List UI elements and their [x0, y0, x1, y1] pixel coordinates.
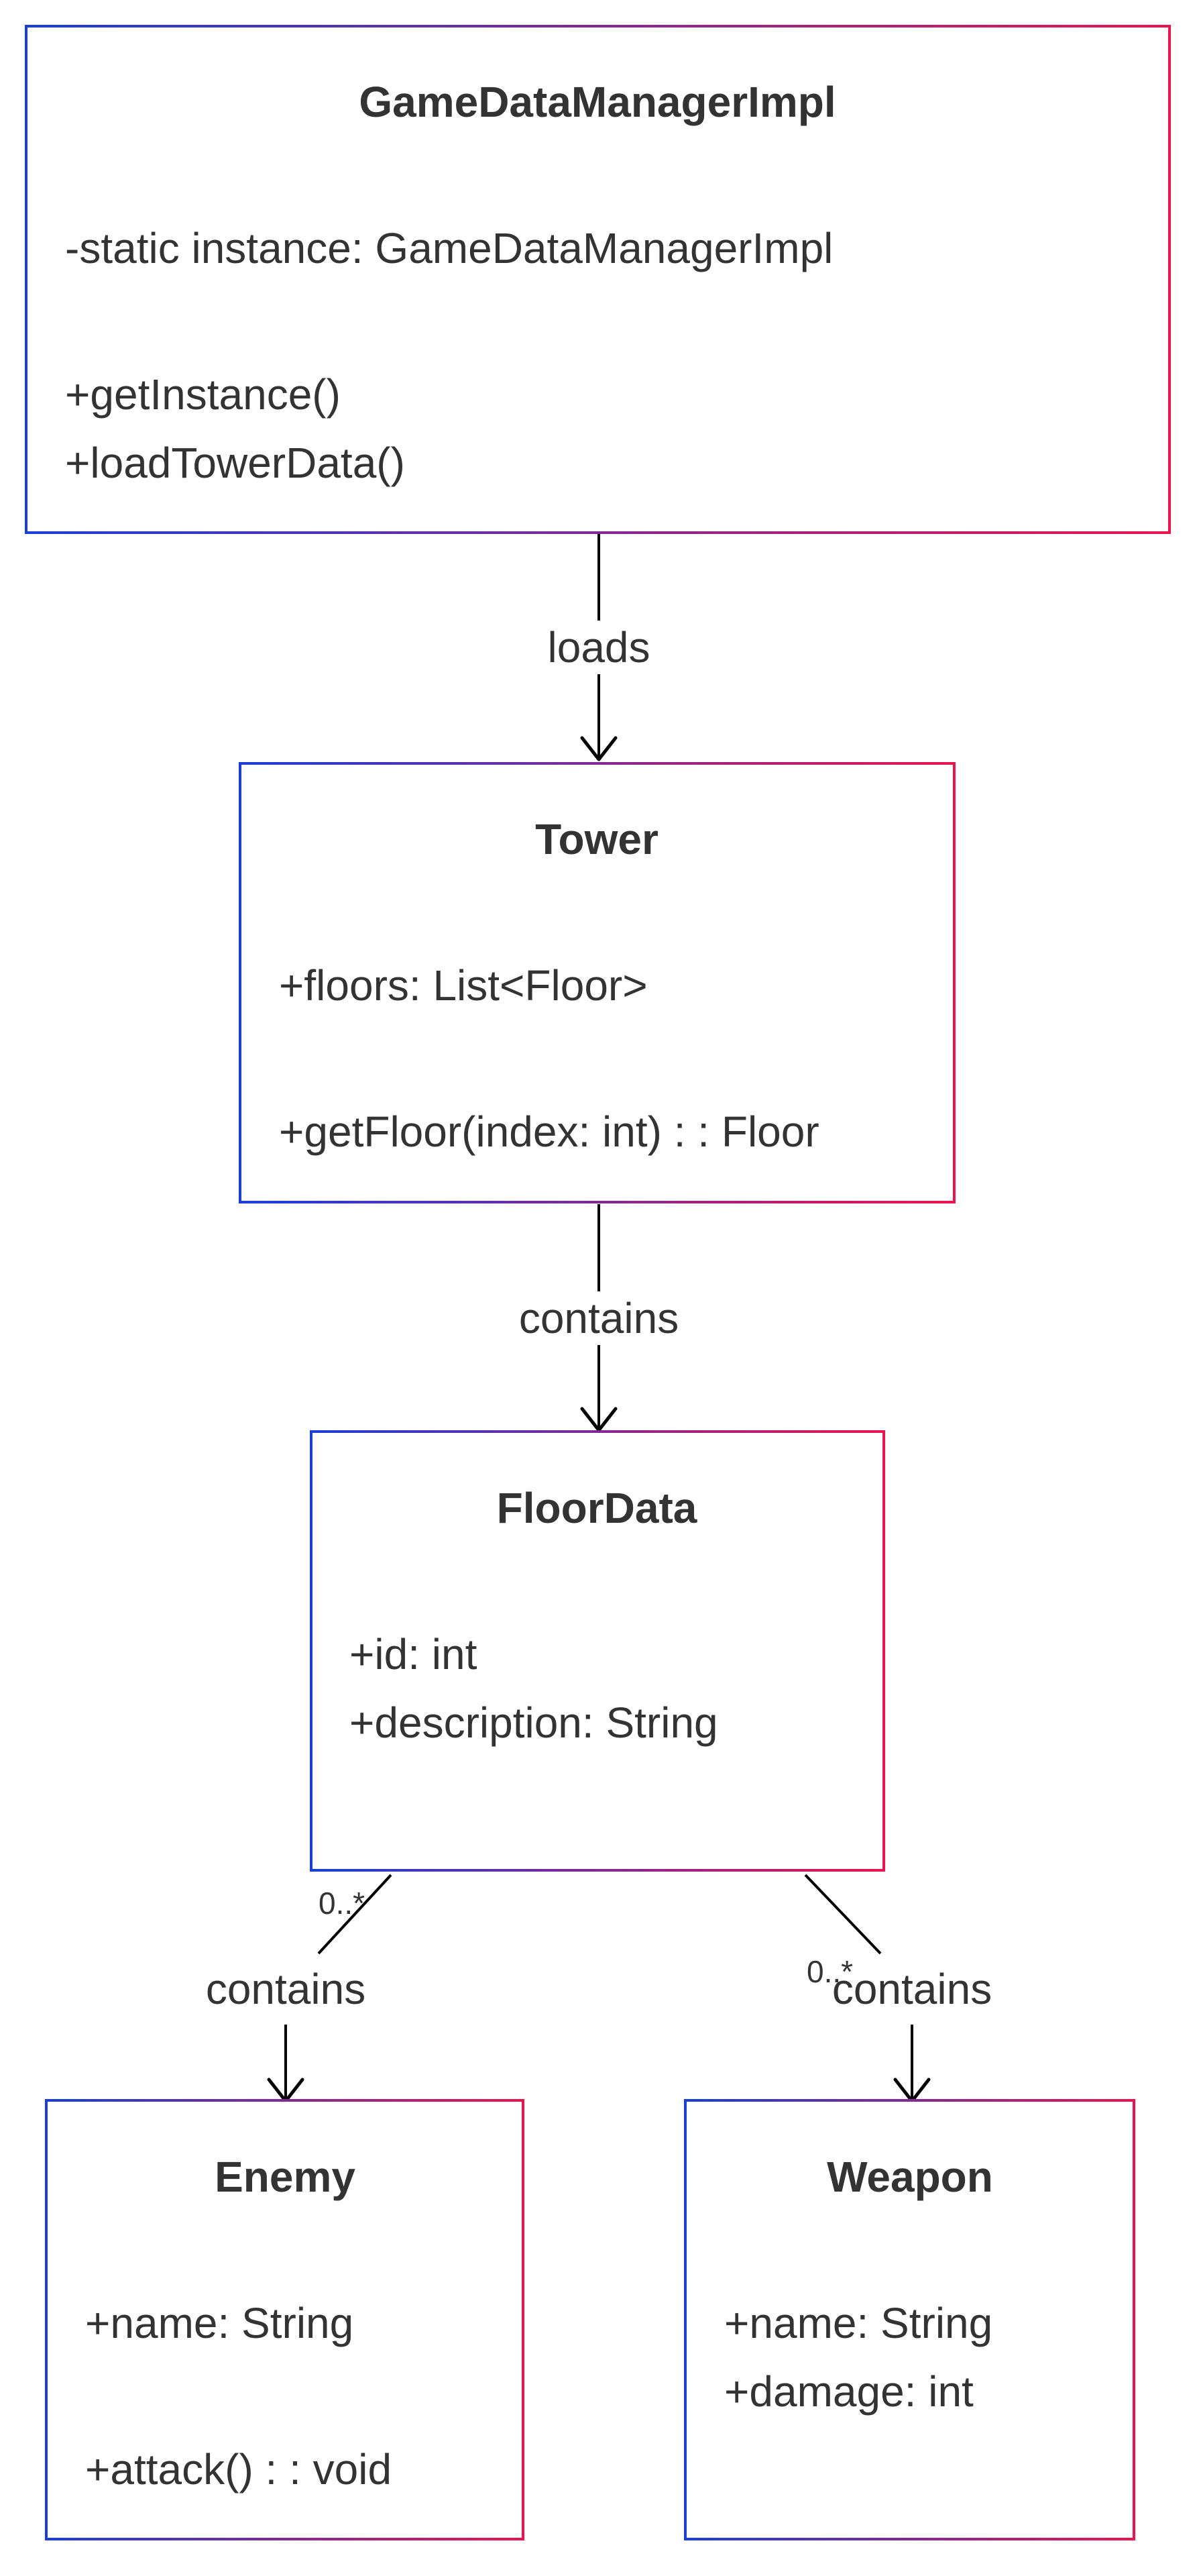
- multiplicity-label: 0..*: [319, 1886, 365, 1921]
- relation-label-contains: contains: [206, 1965, 365, 2013]
- relation-label-contains: contains: [832, 1965, 992, 2013]
- class-attribute: -static instance: GameDataManagerImpl: [65, 224, 833, 272]
- class-attribute: +floors: List<Floor>: [279, 961, 648, 1010]
- class-attribute: +damage: int: [724, 2367, 974, 2416]
- relation-label-contains: contains: [519, 1294, 679, 1342]
- class-attribute: +description: String: [349, 1699, 718, 1747]
- class-name: FloorData: [497, 1484, 697, 1532]
- class-gamedatamanagerimpl: GameDataManagerImpl -static instance: Ga…: [25, 25, 1171, 534]
- class-method: +getFloor(index: int) : : Floor: [279, 1108, 819, 1156]
- class-floordata: FloorData +id: int +description: String: [310, 1430, 885, 1872]
- relation-loads: loads: [536, 533, 661, 761]
- class-weapon: Weapon +name: String +damage: int: [684, 2099, 1135, 2540]
- relation-tower-floordata: contains: [508, 1204, 689, 1432]
- class-method: +attack() : : void: [85, 2445, 392, 2493]
- class-name: Weapon: [827, 2153, 993, 2201]
- relation-floordata-weapon: contains 0..*: [804, 1874, 992, 2103]
- class-method: +loadTowerData(): [65, 439, 405, 487]
- class-attribute: +name: String: [85, 2299, 353, 2347]
- class-attribute: +id: int: [349, 1630, 477, 1678]
- class-name: Enemy: [215, 2153, 355, 2201]
- relation-floordata-enemy: contains 0..*: [206, 1874, 392, 2103]
- multiplicity-label: 0..*: [807, 1954, 853, 1989]
- class-attribute: +name: String: [724, 2299, 992, 2347]
- class-name: Tower: [535, 815, 659, 863]
- class-name: GameDataManagerImpl: [359, 78, 836, 126]
- class-enemy: Enemy +name: String +attack() : : void: [45, 2099, 524, 2540]
- class-tower: Tower +floors: List<Floor> +getFloor(ind…: [239, 762, 956, 1203]
- class-method: +getInstance(): [65, 370, 341, 419]
- relation-label-loads: loads: [548, 623, 650, 672]
